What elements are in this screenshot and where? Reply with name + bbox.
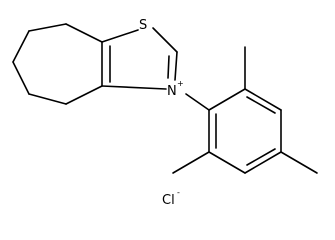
nitrogen-charge-label: + <box>177 79 184 88</box>
chemical-structure-canvas: S N + Cl - <box>12 18 318 208</box>
double-bond-inner <box>246 148 276 166</box>
bond <box>208 88 246 111</box>
molecule-drawing: S N + Cl - <box>12 18 318 208</box>
bond <box>28 93 67 105</box>
chloride-label: Cl <box>162 193 175 208</box>
nitrogen-atom-label: N <box>167 84 177 99</box>
bond <box>101 29 139 43</box>
bond <box>244 151 282 174</box>
double-bond-inner <box>167 55 170 79</box>
mesityl-ring <box>208 88 282 174</box>
bond <box>244 88 282 111</box>
bond <box>28 23 67 32</box>
methyl-bond <box>280 151 318 174</box>
bond <box>185 93 210 111</box>
thiazolium-ring <box>101 27 178 90</box>
bond <box>208 151 246 174</box>
bond <box>65 23 103 43</box>
bond <box>152 27 178 53</box>
chloride-charge-label: - <box>177 188 180 197</box>
bond <box>12 30 30 63</box>
bond <box>174 51 178 81</box>
bond <box>65 85 103 105</box>
cycloheptane-ring <box>12 23 103 105</box>
bond <box>12 61 30 95</box>
double-bond-inner <box>246 96 276 114</box>
methyl-bond <box>172 151 210 174</box>
bond <box>101 85 167 90</box>
sulfur-atom-label: S <box>139 18 147 33</box>
